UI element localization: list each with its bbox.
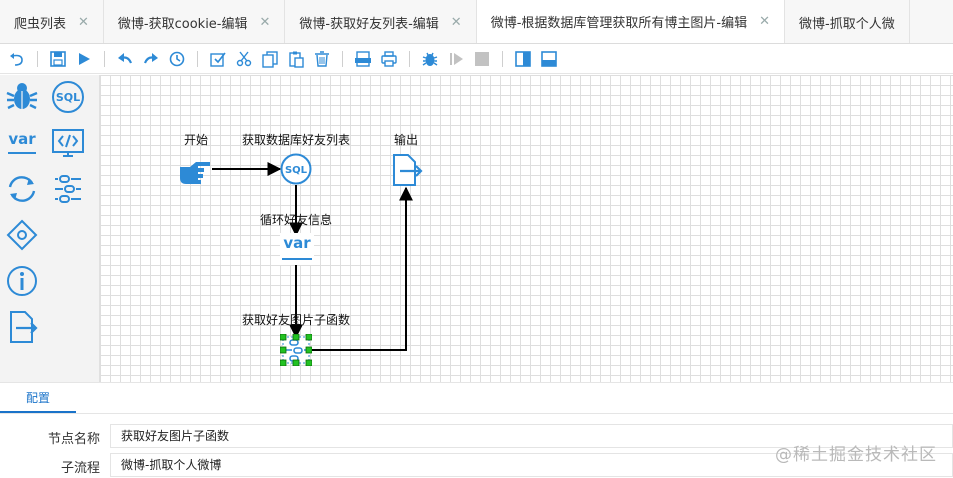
paste-icon[interactable]: [285, 48, 307, 70]
toolbar: [0, 44, 953, 74]
tab-config[interactable]: 配置: [0, 383, 76, 413]
watermark: @稀土掘金技术社区: [775, 445, 937, 465]
sql-node-label: 获取数据库好友列表: [242, 133, 351, 147]
undo-icon[interactable]: [6, 48, 28, 70]
var-text: var: [8, 130, 36, 148]
start-node-label: 开始: [184, 133, 209, 147]
close-icon[interactable]: ✕: [78, 14, 89, 30]
subprocess-node-icon[interactable]: [279, 333, 313, 367]
code-icon[interactable]: [50, 125, 86, 161]
pointing-hand-icon[interactable]: [178, 153, 212, 187]
sql-node-icon[interactable]: SQL: [280, 153, 312, 185]
edge-sub-output: [312, 186, 413, 351]
print-icon[interactable]: [378, 48, 400, 70]
properties-panel: 配置 节点名称 获取好友图片子函数 子流程 微博-抓取个人微博: [0, 382, 953, 478]
history-icon[interactable]: [166, 48, 188, 70]
var-icon[interactable]: var: [4, 125, 40, 161]
debug-icon[interactable]: [419, 48, 441, 70]
node-name-label: 节点名称: [47, 432, 100, 447]
redo-arrow-icon[interactable]: [140, 48, 162, 70]
image-icon[interactable]: [352, 48, 374, 70]
process-icon[interactable]: [50, 171, 86, 207]
tab-weibo-cookie[interactable]: 微博-获取cookie-编辑 ✕: [104, 0, 286, 43]
save-icon[interactable]: [47, 48, 69, 70]
layout-icon[interactable]: [512, 48, 534, 70]
flow-canvas[interactable]: 开始 获取数据库好友列表 SQL 循环好友信息 var 获取好友图片子函数: [100, 75, 953, 382]
diamond-icon[interactable]: [4, 217, 40, 253]
tab-bar: 爬虫列表 ✕ 微博-获取cookie-编辑 ✕ 微博-获取好友列表-编辑 ✕ 微…: [0, 0, 953, 44]
step-icon[interactable]: [445, 48, 467, 70]
run-icon[interactable]: [73, 48, 95, 70]
panel-icon[interactable]: [538, 48, 560, 70]
prop-row-node-name: 节点名称 获取好友图片子函数: [0, 423, 953, 449]
undo-arrow-icon[interactable]: [114, 48, 136, 70]
info-icon[interactable]: [4, 263, 40, 299]
prop-row-subflow: 子流程 微博-抓取个人微博: [0, 452, 953, 478]
output-node-label: 输出: [394, 133, 419, 147]
tab-weibo-personal[interactable]: 微博-抓取个人微: [785, 0, 910, 43]
cut-icon[interactable]: [233, 48, 255, 70]
sub-node-label: 获取好友图片子函数: [242, 313, 351, 327]
component-palette: SQL var: [0, 75, 100, 382]
sql-text: SQL: [56, 91, 80, 104]
sql-node-text: SQL: [285, 165, 308, 176]
tab-weibo-images[interactable]: 微博-根据数据库管理获取所有博主图片-编辑 ✕: [476, 0, 785, 43]
delete-icon[interactable]: [311, 48, 333, 70]
tab-crawler-list[interactable]: 爬虫列表 ✕: [0, 0, 104, 43]
tab-label: 微博-抓取个人微: [799, 16, 895, 32]
tab-label: 微博-获取cookie-编辑: [117, 16, 248, 32]
loop-node-label: 循环好友信息: [260, 213, 333, 227]
flow-connections: [212, 162, 413, 351]
close-icon[interactable]: ✕: [759, 14, 770, 29]
subflow-field[interactable]: 微博-抓取个人微博: [110, 453, 953, 477]
stop-icon[interactable]: [471, 48, 493, 70]
tab-label: 微博-根据数据库管理获取所有博主图片-编辑: [490, 16, 748, 31]
sql-icon[interactable]: SQL: [50, 79, 86, 115]
close-icon[interactable]: ✕: [450, 14, 462, 30]
close-icon[interactable]: ✕: [259, 14, 271, 30]
tab-label: 微博-获取好友列表-编辑: [299, 16, 439, 32]
var-node-icon[interactable]: var: [280, 233, 314, 265]
node-name-field[interactable]: 获取好友图片子函数: [110, 424, 953, 448]
loop-icon[interactable]: [4, 171, 40, 207]
tab-label: 爬虫列表: [14, 16, 67, 32]
bug-icon[interactable]: [4, 79, 40, 115]
tab-weibo-friends[interactable]: 微博-获取好友列表-编辑 ✕: [285, 0, 477, 43]
copy-icon[interactable]: [259, 48, 281, 70]
output-icon[interactable]: [4, 309, 40, 345]
var-node-text: var: [283, 234, 311, 252]
select-icon[interactable]: [207, 48, 229, 70]
output-node-icon[interactable]: [390, 153, 424, 187]
subflow-label: 子流程: [60, 461, 100, 476]
